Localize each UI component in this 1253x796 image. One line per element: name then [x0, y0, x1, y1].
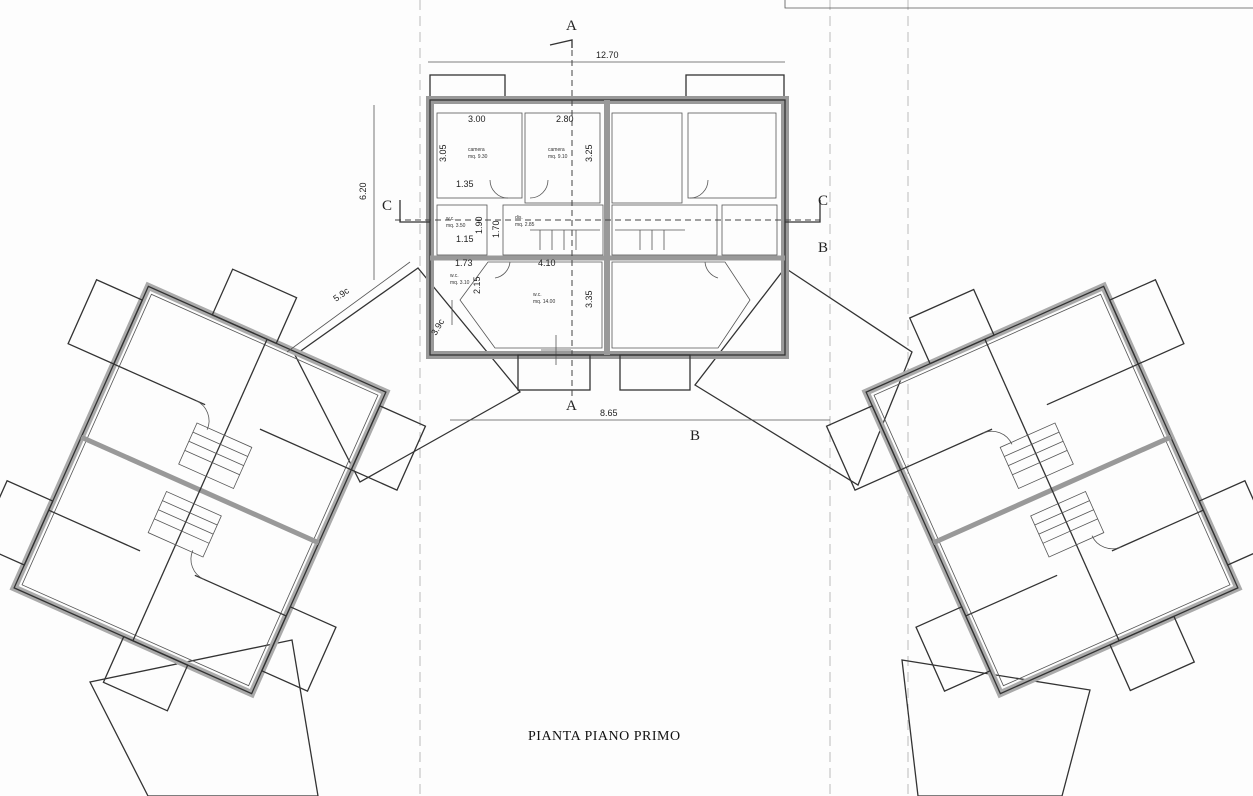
drawing-title: PIANTA PIANO PRIMO: [528, 729, 681, 744]
dim-wc1-height: 1.90: [474, 216, 484, 234]
room-area: mq. 14.00: [533, 299, 555, 305]
dim-living-width: 4.10: [538, 258, 556, 268]
room-area: mq. 2.85: [515, 222, 535, 228]
section-marker-b-right: B: [818, 240, 828, 256]
section-marker-b-bottom: B: [690, 428, 700, 444]
right-wing: [800, 220, 1253, 759]
left-wing: [0, 220, 452, 759]
room-area: mq. 3.50: [446, 223, 466, 229]
dim-wc1-width: 1.15: [456, 234, 474, 244]
room-label: w.c.: [450, 273, 459, 279]
dimension-lines: [286, 39, 830, 421]
dim-overall-width: 12.70: [596, 50, 619, 60]
room-label: camera: [468, 147, 485, 153]
room-label: dis.: [515, 215, 523, 221]
dim-wc2-width: 1.73: [455, 258, 473, 268]
room-label: camera: [548, 147, 565, 153]
dim-living-depth: 3.35: [584, 290, 594, 308]
terrace-left: [294, 267, 521, 483]
dim-room1-sub: 1.35: [456, 179, 474, 189]
dim-room2-depth: 3.25: [584, 144, 594, 162]
central-block: [426, 74, 789, 391]
dim-room1-depth: 3.05: [438, 144, 448, 162]
room-area: mq. 9.10: [548, 154, 568, 160]
dim-bottom-width: 8.65: [600, 408, 618, 418]
dim-room1-width: 3.00: [468, 114, 486, 124]
section-marker-c-left: C: [382, 198, 392, 214]
title-block-border: [784, 0, 1253, 9]
dim-room2-width: 2.80: [556, 114, 574, 124]
terrace-right: [694, 267, 913, 486]
room-area: mq. 9.30: [468, 154, 488, 160]
section-marker-a-top: A: [566, 18, 577, 34]
dim-wc2-depth: 2.15: [472, 276, 482, 294]
dim-terrace-length: 5.9c: [331, 285, 351, 303]
room-label: w.c.: [533, 292, 542, 298]
terrace-bottom-left: [89, 639, 319, 796]
dim-overall-depth: 6.20: [358, 182, 368, 200]
dim-hall-height: 1.70: [491, 220, 501, 238]
section-marker-c-right: C: [818, 193, 828, 209]
room-label: w.c.: [446, 216, 455, 222]
room-area: mq. 3.10: [450, 280, 470, 286]
section-marker-a-bottom: A: [566, 398, 577, 414]
